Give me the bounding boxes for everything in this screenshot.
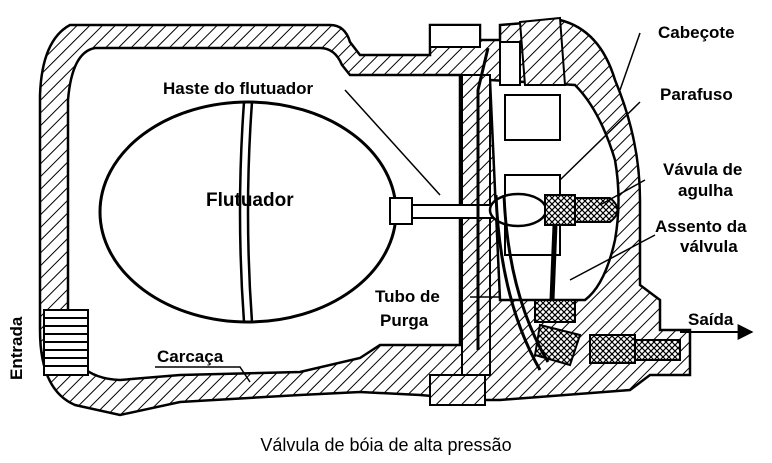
label-tubo-2: Purga	[380, 311, 429, 330]
label-entrada: Entrada	[7, 316, 26, 380]
purge-tube	[476, 47, 550, 371]
label-seat-2: válvula	[680, 237, 738, 256]
label-cabecote: Cabeçote	[658, 23, 735, 42]
float-flutuador	[98, 100, 398, 324]
label-needle-valve-1: Vávula de	[663, 160, 742, 179]
leader-lines	[155, 32, 656, 383]
label-tubo-1: Tubo de	[375, 287, 440, 306]
label-needle-valve-2: agulha	[678, 181, 733, 200]
label-flutuador: Flutuador	[206, 190, 294, 211]
needle-valve-assembly	[533, 194, 619, 367]
label-parafuso: Parafuso	[660, 85, 733, 104]
head-cabecote	[461, 16, 620, 376]
label-seat-1: Assento da	[655, 217, 747, 236]
outlet-fitting	[589, 324, 754, 364]
label-carcaca: Carcaça	[157, 347, 224, 366]
label-haste: Haste do flutuador	[163, 79, 314, 98]
label-saida: Saída	[688, 310, 734, 329]
inlet-fitting	[43, 309, 89, 376]
diagram-caption: Válvula de bóia de alta pressão	[260, 435, 511, 455]
